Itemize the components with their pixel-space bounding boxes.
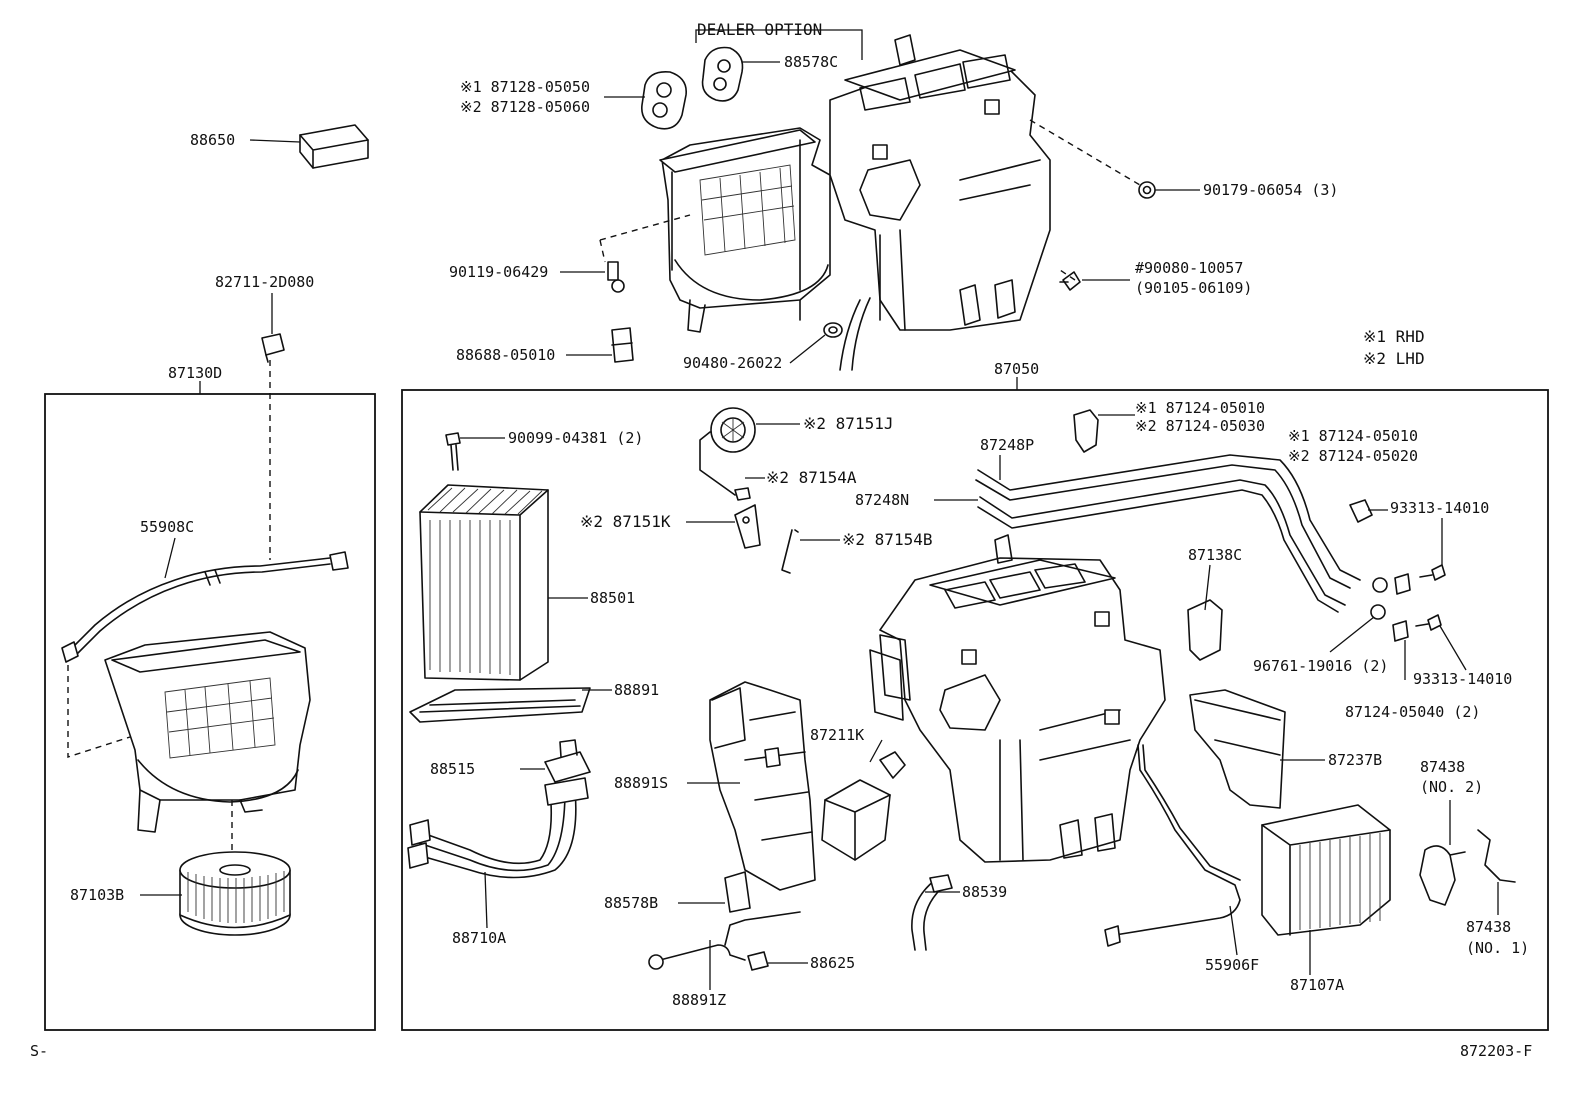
part-87211K-filter	[821, 751, 906, 861]
label-88891S: 88891S	[614, 774, 668, 792]
part-87151J-servo	[699, 407, 756, 501]
part-87124-clamp-b	[1349, 499, 1373, 523]
label-82711-2D080: 82711-2D080	[215, 273, 314, 291]
label-88539: 88539	[962, 883, 1007, 901]
label-90119-06429: 90119-06429	[449, 263, 548, 281]
unit-assembly-box	[401, 389, 1549, 1031]
part-55908C-cable	[61, 551, 349, 663]
main-hvac-case	[869, 534, 1166, 863]
label-88650: 88650	[190, 131, 235, 149]
label-93313-14010-b: 93313-14010	[1413, 670, 1512, 688]
part-88650-relay	[299, 124, 369, 169]
label-87154B: ※2 87154B	[842, 530, 932, 549]
group-label-87050: 87050	[994, 360, 1039, 378]
part-90119-screw	[607, 261, 625, 293]
blower-housing	[104, 631, 311, 833]
label-90080-10057: #90080-10057	[1135, 259, 1243, 277]
part-87124-clamp-c	[1392, 573, 1411, 642]
label-87128-05060: ※2 87128-05060	[460, 98, 590, 116]
upper-hvac-assembly	[659, 34, 1051, 371]
part-87138C-cover	[1187, 599, 1223, 661]
label-87438-no2-note: (NO. 2)	[1420, 778, 1483, 796]
label-87248N: 87248N	[855, 491, 909, 509]
part-88578C-grommet	[701, 46, 744, 102]
label-87237B: 87237B	[1328, 751, 1382, 769]
label-88578B: 88578B	[604, 894, 658, 912]
part-88710A-pipe	[407, 777, 589, 879]
label-93313-14010-a: 93313-14010	[1390, 499, 1489, 517]
part-90179-nut	[1138, 181, 1156, 199]
label-87138C: 87138C	[1188, 546, 1242, 564]
label-88891: 88891	[614, 681, 659, 699]
group-label-87130D: 87130D	[168, 364, 222, 382]
part-96761-oring	[1370, 577, 1388, 620]
label-55908C: 55908C	[140, 518, 194, 536]
legend-lhd: ※2 LHD	[1363, 349, 1425, 368]
part-87438-no1-rod	[1477, 829, 1516, 883]
label-88501: 88501	[590, 589, 635, 607]
label-88515: 88515	[430, 760, 475, 778]
label-87438-no1: 87438	[1466, 918, 1511, 936]
label-87124-05010-b: ※1 87124-05010	[1288, 427, 1418, 445]
legend-rhd: ※1 RHD	[1363, 327, 1425, 346]
footer-right: 872203-F	[1460, 1042, 1532, 1060]
part-87103B-fan	[179, 851, 291, 936]
leader-lines	[140, 61, 1499, 990]
label-88688-05010: 88688-05010	[456, 346, 555, 364]
label-55906F: 55906F	[1205, 956, 1259, 974]
label-87124-05030: ※2 87124-05030	[1135, 417, 1265, 435]
label-87124-05010-a: ※1 87124-05010	[1135, 399, 1265, 417]
label-87124-05040: 87124-05040 (2)	[1345, 703, 1480, 721]
footer-left: S-	[30, 1042, 48, 1060]
label-88625: 88625	[810, 954, 855, 972]
label-87107A: 87107A	[1290, 976, 1344, 994]
label-87151J: ※2 87151J	[803, 414, 893, 433]
part-88688-bracket	[611, 327, 634, 363]
part-82711-connector	[261, 333, 285, 363]
label-90105-06109: (90105-06109)	[1135, 279, 1252, 297]
part-88501-evaporator	[419, 484, 549, 681]
label-87438-no2: 87438	[1420, 758, 1465, 776]
part-87107A-heater-core	[1261, 804, 1391, 936]
part-88539-drain-hose	[911, 874, 953, 951]
part-90099-screw	[445, 432, 461, 471]
label-87103B: 87103B	[70, 886, 124, 904]
label-87128-05050: ※1 87128-05050	[460, 78, 590, 96]
label-87151K: ※2 87151K	[580, 512, 671, 531]
part-87154B-rod	[781, 529, 799, 574]
part-88515-valve	[544, 739, 591, 783]
label-88891Z: 88891Z	[672, 991, 726, 1009]
part-90080-clip	[1059, 271, 1081, 291]
part-88891-filter	[409, 687, 591, 723]
label-88578C: 88578C	[784, 53, 838, 71]
label-90480-26022: 90480-26022	[683, 354, 782, 372]
part-93313-bolt-a	[1419, 564, 1446, 581]
label-90179-06054: 90179-06054 (3)	[1203, 181, 1338, 199]
part-88578B-grommet	[724, 871, 751, 913]
part-88891S-duct	[709, 681, 816, 891]
label-87248P: 87248P	[980, 436, 1034, 454]
part-87124-clamp-a	[1073, 409, 1099, 453]
label-87438-no1-note: (NO. 1)	[1466, 939, 1529, 957]
part-55906F-cable	[1104, 744, 1241, 947]
part-87438-no2-lever	[1419, 845, 1466, 906]
part-87128-grommet	[641, 70, 687, 130]
label-87211K: 87211K	[810, 726, 864, 744]
part-87248-pipes	[975, 454, 1361, 613]
part-93313-bolt-b	[1415, 614, 1442, 631]
label-87154A: ※2 87154A	[766, 468, 857, 487]
label-87124-05020: ※2 87124-05020	[1288, 447, 1418, 465]
blower-assembly-box	[44, 393, 376, 1031]
dealer-option-label: DEALER OPTION	[697, 20, 822, 39]
label-88710A: 88710A	[452, 929, 506, 947]
label-90099-04381: 90099-04381 (2)	[508, 429, 643, 447]
label-96761-19016: 96761-19016 (2)	[1253, 657, 1388, 675]
part-90480-grommet	[823, 322, 843, 338]
part-87237B-duct	[1189, 689, 1286, 809]
part-88625-sensor	[648, 911, 801, 971]
part-87151K-lever	[734, 504, 761, 549]
